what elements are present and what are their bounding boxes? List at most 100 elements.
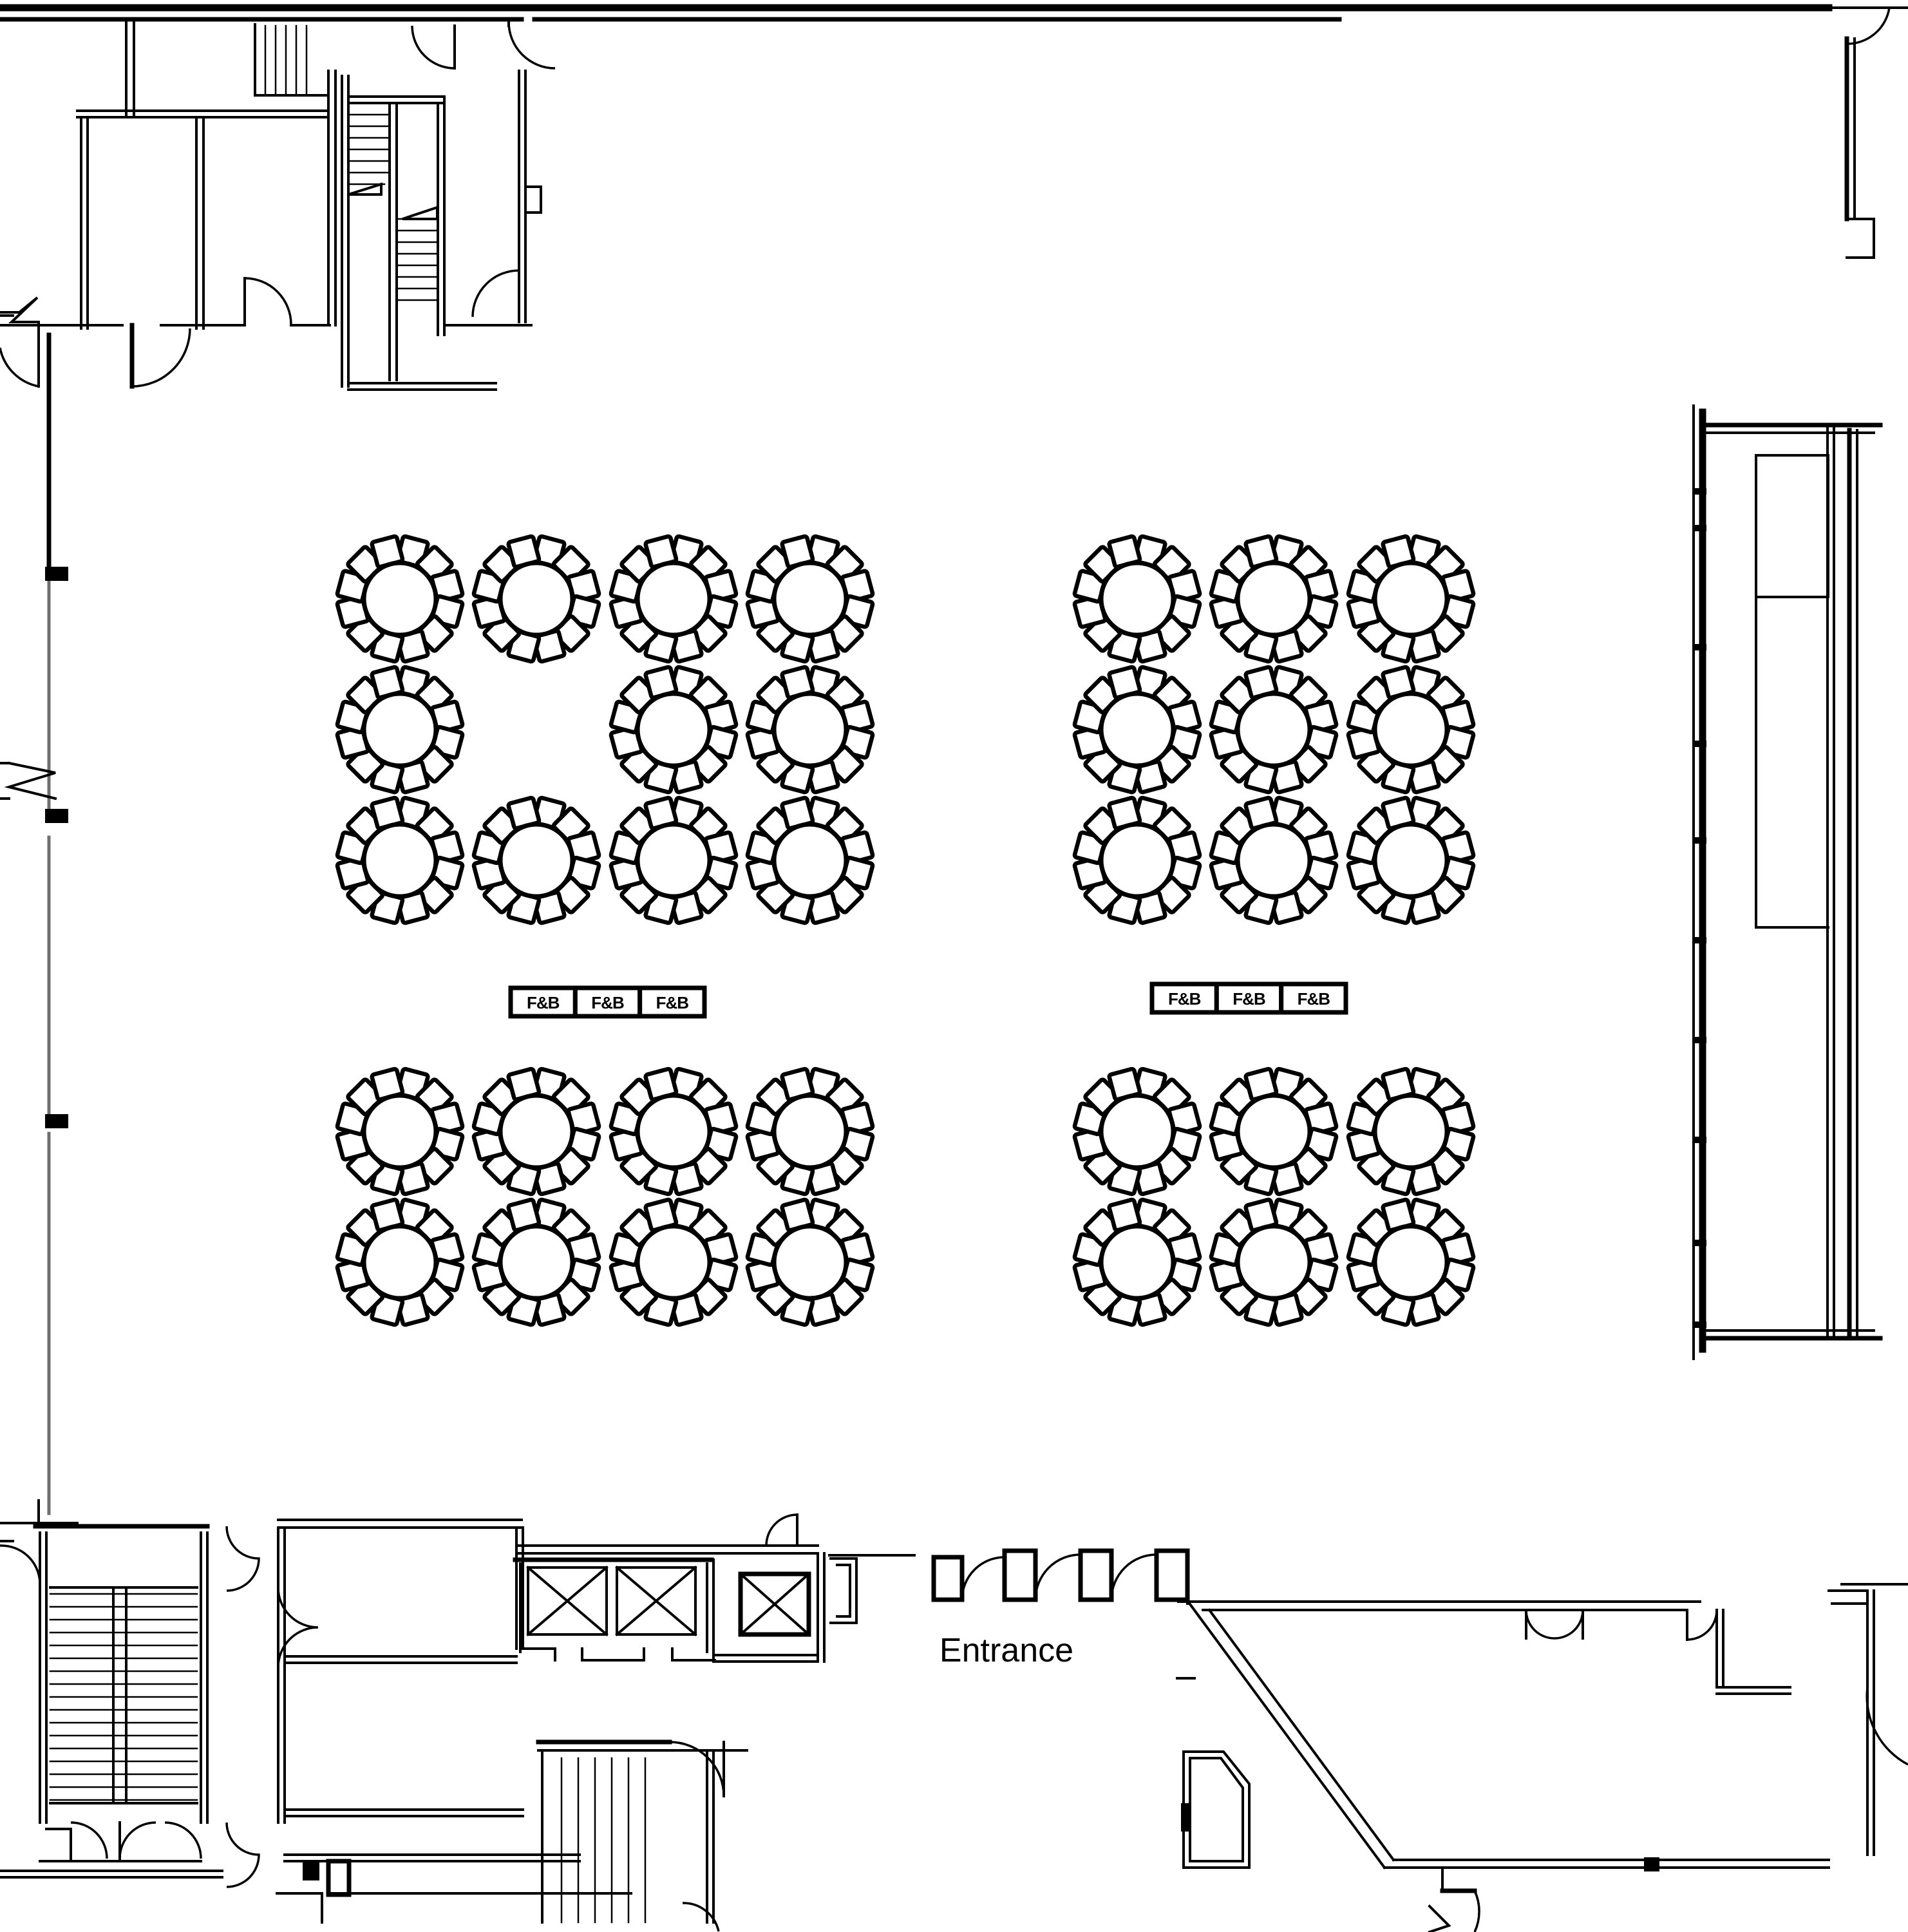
left-exterior-wall [0,332,68,1515]
banquet-table[interactable] [335,1066,465,1197]
right-col-2 [1692,525,1706,531]
table-top [498,822,575,899]
table-top [361,822,439,899]
banquet-table[interactable] [1072,1197,1202,1327]
banquet-table[interactable] [335,795,465,925]
banquet-table[interactable] [745,795,875,925]
banquet-table[interactable] [1209,534,1339,664]
top-left-rooms [0,4,1833,391]
banquet-table[interactable] [471,1066,601,1197]
blr-col-2 [326,1859,352,1897]
door-swing-esc-1 [70,1821,108,1859]
wall-elev-right-pocket2 [836,1564,851,1618]
banquet-table[interactable] [609,665,739,795]
table-top [1372,1224,1450,1301]
table-top [1099,560,1176,638]
banquet-table[interactable] [1209,795,1339,925]
banquet-table[interactable] [1209,665,1339,795]
door-swing-upper-2 [507,21,556,70]
right-col-1 [1692,488,1706,495]
right-col-7 [1692,1037,1706,1043]
table-top [1099,822,1176,899]
fnb-label: F&B [1168,989,1201,1009]
banquet-table[interactable] [335,534,465,664]
banquet-table[interactable] [1072,665,1202,795]
wall-break-arc-2 [225,1822,260,1888]
banquet-table[interactable] [1209,1066,1339,1197]
banquet-table[interactable] [1346,1066,1476,1197]
banquet-table[interactable] [1072,534,1202,664]
door-swing-upper-1 [411,25,455,70]
door-swing-upper-3 [471,269,520,317]
brh-angle-wall2 [1207,1608,1395,1862]
door-swing-brh-bottom [1473,1890,1480,1932]
door-swing-left-lower [131,328,191,388]
elevator-3[interactable] [738,1571,811,1637]
banquet-table[interactable] [1346,795,1476,925]
fnb-station[interactable] [1279,981,1348,1015]
table-top [498,1093,575,1170]
entrance-door-post-1[interactable] [931,1555,965,1602]
column-mark-3 [45,1114,68,1128]
right-col-8 [1692,1137,1706,1143]
elevator-2[interactable] [616,1566,697,1636]
banquet-table[interactable] [1346,665,1476,795]
group-upper-left [335,534,875,925]
table-top [361,1093,439,1170]
column-mark-1 [45,567,68,581]
banquet-table[interactable] [1346,1197,1476,1327]
right-upper-jog [1846,218,1875,259]
table-top [635,822,712,899]
elevator-2-x [615,1566,697,1636]
kiosk-outline2 [1189,1757,1244,1862]
fnb-label: F&B [656,993,689,1012]
wall-break-mark-2 [4,761,57,800]
door-swing-room [244,277,292,325]
banquet-tables-layer [335,534,1476,1327]
table-top [1235,560,1312,638]
banquet-table[interactable] [609,1066,739,1197]
banquet-table[interactable] [471,795,601,925]
banquet-table[interactable] [1346,534,1476,664]
fnb-station[interactable] [638,985,707,1019]
banquet-table[interactable] [745,1197,875,1327]
banquet-table[interactable] [335,1197,465,1327]
entrance-doors[interactable] [828,1548,1190,1605]
banquet-table[interactable] [335,665,465,795]
table-top [361,691,439,768]
wall-jog [524,185,542,214]
table-top [1372,822,1450,899]
banquet-table[interactable] [1209,1197,1339,1327]
banquet-table[interactable] [609,795,739,925]
banquet-table[interactable] [1072,795,1202,925]
right-col-9 [1692,1240,1706,1246]
banquet-table[interactable] [471,1197,601,1327]
banquet-table[interactable] [745,1066,875,1197]
banquet-table[interactable] [609,534,739,664]
entrance-label: Entrance [940,1632,1073,1669]
door-swing-brh-1 [1686,1609,1718,1641]
banquet-table[interactable] [609,1197,739,1327]
elevator-1[interactable] [527,1566,608,1636]
entrance-door-post-2[interactable] [1002,1548,1038,1602]
bottom-left-room [277,1519,581,1897]
table-top [1235,1093,1312,1170]
entrance-door-post-4[interactable] [1154,1548,1190,1602]
banquet-table[interactable] [745,534,875,664]
brh-far-right-stub [1828,1589,1869,1605]
table-top [771,691,849,768]
table-top [1235,1224,1312,1301]
banquet-table[interactable] [745,665,875,795]
blr-col-1 [303,1861,319,1880]
right-inner-room-a [1755,454,1829,598]
banquet-table[interactable] [471,534,601,664]
table-top [361,1224,439,1301]
banquet-table[interactable] [1072,1066,1202,1197]
entrance-door-post-3[interactable] [1078,1548,1114,1602]
fnb-label: F&B [591,993,624,1012]
brh-angle-wall [1197,1615,1386,1870]
